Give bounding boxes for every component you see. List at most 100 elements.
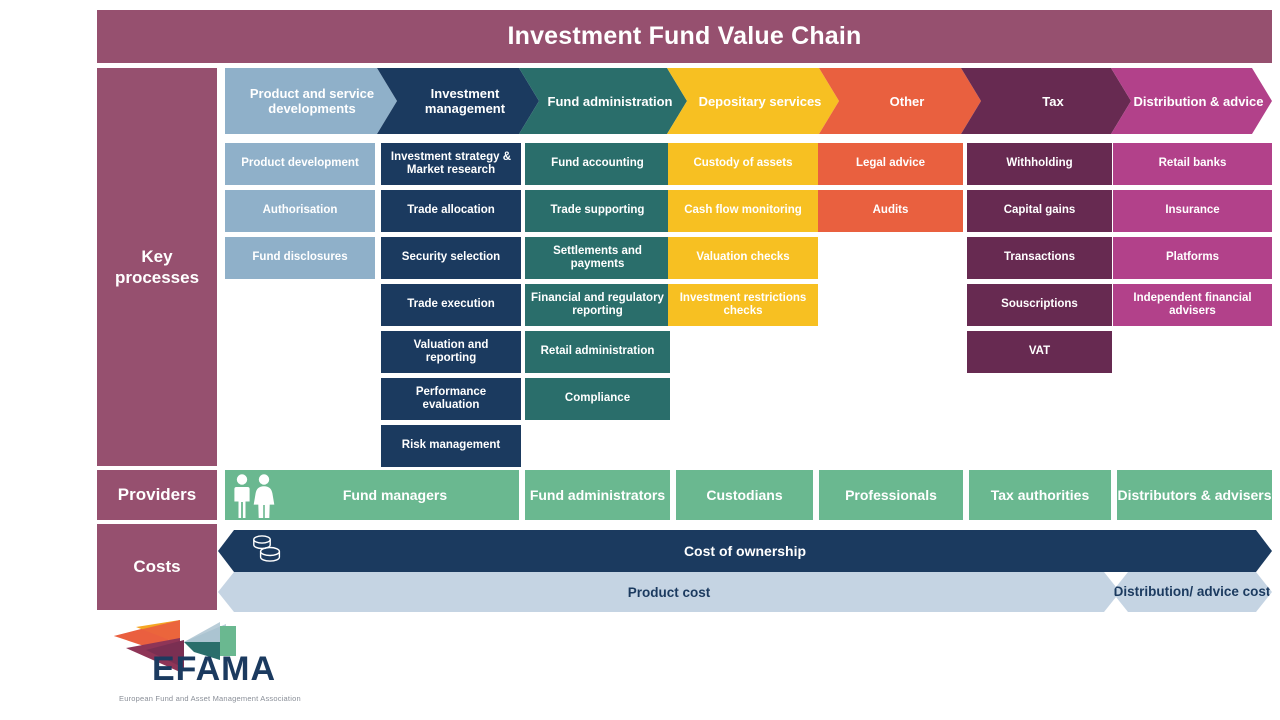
provider-label: Fund administrators <box>529 487 666 503</box>
process-box[interactable]: Trade execution <box>381 284 521 326</box>
process-box-label: Financial and regulatory reporting <box>531 291 664 318</box>
process-box-label: Retail administration <box>540 345 655 358</box>
process-box[interactable]: Fund disclosures <box>225 237 375 279</box>
process-box[interactable]: Investment restrictions checks <box>668 284 818 326</box>
process-box[interactable]: Trade supporting <box>525 190 670 232</box>
process-box-label: Security selection <box>401 251 501 264</box>
process-box-label: Independent financial advisers <box>1133 291 1252 318</box>
process-box-label: Risk management <box>401 439 501 452</box>
stage-header-label: Fund administration <box>547 93 673 109</box>
process-box[interactable]: Trade allocation <box>381 190 521 232</box>
process-box[interactable]: Performance evaluation <box>381 378 521 420</box>
process-box-label: Authorisation <box>262 204 338 217</box>
process-box-label: Investment strategy & Market research <box>390 150 512 177</box>
process-box[interactable]: Legal advice <box>818 143 963 185</box>
process-box-label: Trade supporting <box>550 204 645 217</box>
stage-header-label: Investment management <box>424 86 506 116</box>
product-cost-bar[interactable]: Product cost <box>218 572 1120 612</box>
cost-of-ownership-bar[interactable]: Cost of ownership <box>218 530 1272 572</box>
process-box-label: Performance evaluation <box>415 385 487 412</box>
process-box[interactable]: Insurance <box>1113 190 1272 232</box>
row-label-key-processes: Key processes <box>97 68 217 466</box>
provider-box[interactable]: Distributors & advisers <box>1117 470 1272 520</box>
process-box[interactable]: Custody of assets <box>668 143 818 185</box>
process-box-label: VAT <box>1028 345 1051 358</box>
page-title: Investment Fund Value Chain <box>507 22 862 50</box>
provider-box[interactable]: Fund administrators <box>525 470 670 520</box>
process-box[interactable]: VAT <box>967 331 1112 373</box>
process-box-label: Capital gains <box>1003 204 1076 217</box>
process-box[interactable]: Capital gains <box>967 190 1112 232</box>
stage-header-distribution-and-advice[interactable]: Distribution & advice <box>1111 68 1272 134</box>
process-box[interactable]: Souscriptions <box>967 284 1112 326</box>
process-box-label: Transactions <box>1004 251 1075 264</box>
provider-box[interactable]: Custodians <box>676 470 813 520</box>
provider-label: Distributors & advisers <box>1117 487 1272 503</box>
row-label-costs: Costs <box>97 524 217 610</box>
stage-header-fund-administration[interactable]: Fund administration <box>519 68 687 134</box>
process-box-label: Trade execution <box>407 298 495 311</box>
process-box-label: Insurance <box>1165 204 1220 217</box>
stage-header-product-and-service-developments[interactable]: Product and service developments <box>225 68 397 134</box>
process-box[interactable]: Security selection <box>381 237 521 279</box>
stage-header-label: Distribution & advice <box>1133 93 1264 109</box>
stage-header-label: Other <box>889 93 925 109</box>
process-box[interactable]: Cash flow monitoring <box>668 190 818 232</box>
process-box-label: Retail banks <box>1158 157 1227 170</box>
process-box-label: Product development <box>241 157 359 170</box>
stage-header-investment-management[interactable]: Investment management <box>377 68 539 134</box>
process-box-label: Platforms <box>1165 251 1220 264</box>
distribution-advice-cost-label: Distribution/ advice cost <box>1113 584 1271 599</box>
people-icon <box>234 474 275 518</box>
process-box[interactable]: Authorisation <box>225 190 375 232</box>
process-box[interactable]: Product development <box>225 143 375 185</box>
process-box[interactable]: Withholding <box>967 143 1112 185</box>
process-box[interactable]: Financial and regulatory reporting <box>525 284 670 326</box>
provider-box[interactable]: Professionals <box>819 470 963 520</box>
provider-label: Fund managers <box>342 487 448 503</box>
process-box[interactable]: Retail banks <box>1113 143 1272 185</box>
process-box-label: Valuation checks <box>696 251 790 264</box>
process-box[interactable]: Audits <box>818 190 963 232</box>
stage-header-band: Product and service developments Investm… <box>0 68 1280 134</box>
product-cost-label: Product cost <box>627 584 711 600</box>
process-box-label: Cash flow monitoring <box>684 204 802 217</box>
process-box[interactable]: Risk management <box>381 425 521 467</box>
process-box[interactable]: Compliance <box>525 378 670 420</box>
process-box[interactable]: Valuation checks <box>668 237 818 279</box>
coins-icon <box>253 535 281 562</box>
cost-of-ownership-label: Cost of ownership <box>683 543 807 559</box>
efama-logo-mark <box>114 620 236 672</box>
process-box-label: Fund disclosures <box>252 251 348 264</box>
stage-header-label: Product and service developments <box>249 86 375 116</box>
provider-label: Custodians <box>706 487 783 503</box>
process-box[interactable]: Fund accounting <box>525 143 670 185</box>
row-label-providers: Providers <box>97 470 217 520</box>
page-title-banner: Investment Fund Value Chain <box>97 10 1272 63</box>
process-box-label: Compliance <box>564 392 631 405</box>
stage-header-other[interactable]: Other <box>819 68 981 134</box>
process-box[interactable]: Independent financial advisers <box>1113 284 1272 326</box>
process-box[interactable]: Settlements and payments <box>525 237 670 279</box>
stage-header-label: Depositary services <box>698 93 822 109</box>
process-box[interactable]: Platforms <box>1113 237 1272 279</box>
process-box[interactable]: Transactions <box>967 237 1112 279</box>
provider-box[interactable]: Tax authorities <box>969 470 1111 520</box>
process-box[interactable]: Retail administration <box>525 331 670 373</box>
process-box-label: Valuation and reporting <box>413 338 489 365</box>
process-box-label: Souscriptions <box>1001 298 1078 311</box>
process-box-label: Withholding <box>1006 157 1073 170</box>
stage-header-label: Tax <box>1042 93 1064 109</box>
process-box[interactable]: Investment strategy & Market research <box>381 143 521 185</box>
stage-header-tax[interactable]: Tax <box>961 68 1131 134</box>
process-box-label: Fund accounting <box>551 157 644 170</box>
provider-label: Tax authorities <box>990 487 1090 503</box>
provider-label: Professionals <box>845 487 937 503</box>
distribution-advice-cost-bar[interactable]: Distribution/ advice cost <box>1112 572 1272 612</box>
process-box-label: Trade allocation <box>407 204 495 217</box>
stage-header-depositary-services[interactable]: Depositary services <box>667 68 839 134</box>
process-box-label: Custody of assets <box>693 157 793 170</box>
provider-box[interactable]: Fund managers <box>225 470 519 520</box>
process-box[interactable]: Valuation and reporting <box>381 331 521 373</box>
